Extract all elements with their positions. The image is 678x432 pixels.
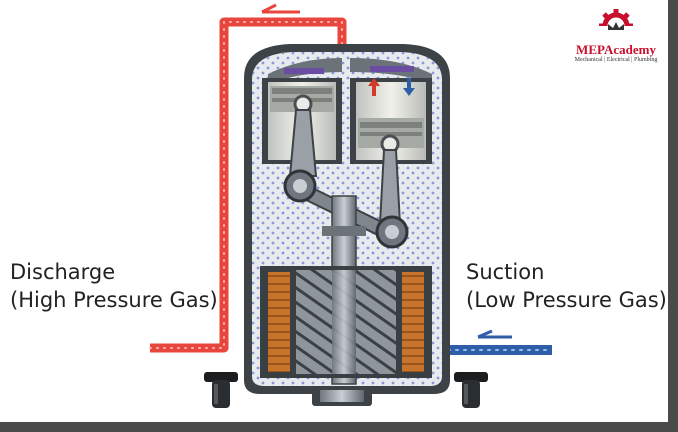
discharge-label: Discharge (High Pressure Gas)	[10, 258, 218, 314]
up-arrow-icon	[368, 78, 380, 96]
discharge-flow-arrow-icon	[261, 3, 300, 14]
discharge-label-line1: Discharge	[10, 260, 116, 284]
valve-plate	[268, 58, 432, 84]
bottom-bearing	[312, 386, 372, 406]
down-arrow-icon	[403, 78, 415, 96]
suction-label: Suction (Low Pressure Gas)	[466, 258, 667, 314]
logo-name: MEPAcademy	[576, 42, 656, 57]
gear-icon	[596, 9, 636, 44]
discharge-label-line2: (High Pressure Gas)	[10, 288, 218, 312]
compressor-diagram	[149, 3, 552, 408]
mepacademy-logo: MEPAcademy Mechanical | Electrical | Plu…	[566, 4, 666, 70]
cylinder-left	[262, 78, 342, 177]
suction-label-line1: Suction	[466, 260, 545, 284]
logo-tagline: Mechanical | Electrical | Plumbing	[574, 57, 658, 63]
suction-flow-arrow-icon	[477, 329, 512, 339]
mounting-foot-left	[204, 372, 238, 408]
cylinder-right	[350, 78, 432, 225]
electric-motor	[260, 266, 432, 378]
mounting-foot-right	[454, 372, 488, 408]
suction-label-line2: (Low Pressure Gas)	[466, 288, 667, 312]
diagram-card: Discharge (High Pressure Gas) Suction (L…	[0, 0, 668, 422]
discharge-pipe	[149, 17, 347, 353]
